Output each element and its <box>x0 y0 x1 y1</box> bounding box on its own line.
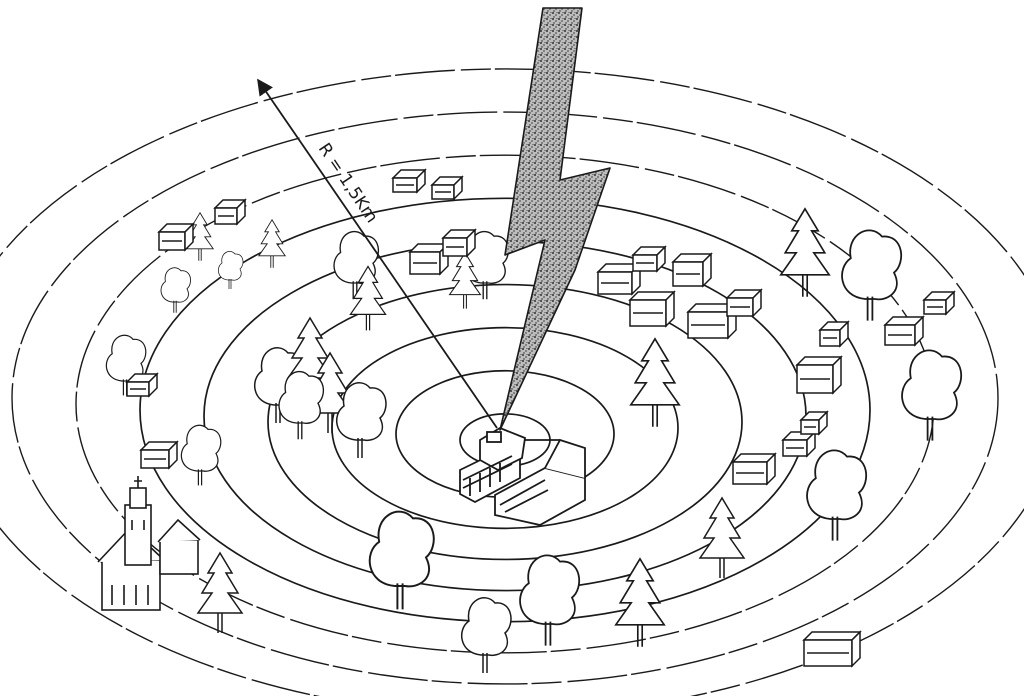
tree-icon <box>257 218 287 268</box>
central-building-icon <box>459 426 586 526</box>
building-icon <box>799 410 829 436</box>
building-icon <box>731 452 777 486</box>
radius-label: R = 1,5Km <box>314 140 382 227</box>
building-icon <box>213 198 247 226</box>
building-icon <box>139 440 179 470</box>
tree-icon <box>779 207 831 297</box>
building-icon <box>125 372 159 398</box>
tree-icon <box>160 267 192 313</box>
building-icon <box>818 320 850 348</box>
tree-icon <box>217 251 244 289</box>
building-icon <box>686 302 738 340</box>
building-icon <box>781 430 817 458</box>
tree-icon <box>368 510 435 610</box>
building-icon <box>430 175 464 201</box>
building-icon <box>408 242 450 276</box>
building-icon <box>725 288 763 318</box>
tree-group <box>105 207 962 673</box>
building-icon <box>628 290 676 328</box>
building-icon <box>391 168 427 194</box>
building-icon <box>441 228 477 258</box>
tree-icon <box>806 449 867 541</box>
tree-icon <box>448 251 482 309</box>
building-group <box>125 168 956 668</box>
tree-icon <box>841 229 902 321</box>
tree-icon <box>180 424 222 486</box>
tree-icon <box>460 597 512 673</box>
building-icon <box>157 222 195 252</box>
tree-icon <box>698 496 746 578</box>
tree-icon <box>349 265 387 331</box>
distance-ring <box>0 68 1024 696</box>
lightning-bolt-icon <box>499 7 611 431</box>
building-icon <box>795 355 843 395</box>
tree-icon <box>196 551 244 633</box>
tree-icon <box>278 370 325 440</box>
church-icon <box>97 476 201 611</box>
building-icon <box>802 630 862 668</box>
tree-icon <box>901 349 962 441</box>
building-icon <box>922 290 956 316</box>
building-icon <box>883 315 925 347</box>
distance-ring <box>267 283 743 561</box>
tree-icon <box>629 337 681 427</box>
tree-icon <box>335 382 387 458</box>
tree-icon <box>614 557 666 647</box>
distance-ring <box>11 111 999 685</box>
tree-icon <box>519 554 580 646</box>
building-icon <box>631 245 667 273</box>
building-icon <box>671 252 713 288</box>
